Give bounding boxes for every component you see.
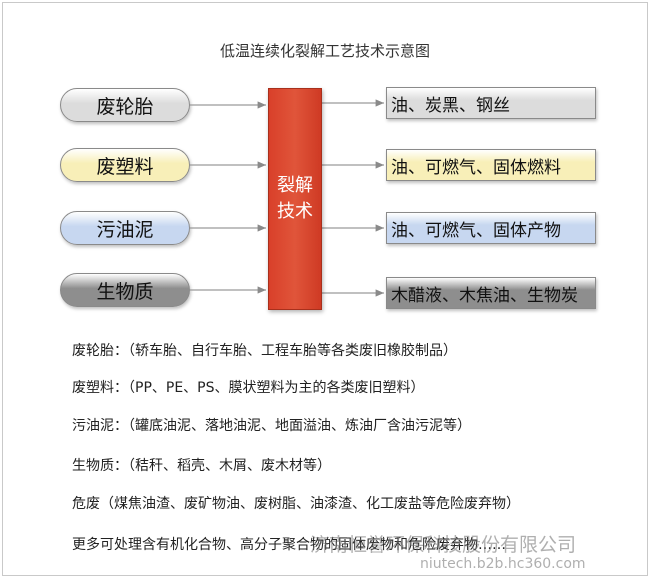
output-tire-products: 油、炭黑、钢丝 bbox=[386, 87, 596, 119]
diagram-title: 低温连续化裂解工艺技术示意图 bbox=[219, 42, 430, 60]
description-biomass: 生物质：（秸秆、稻壳、木屑、废木材等） bbox=[72, 458, 331, 474]
input-biomass: 生物质 bbox=[60, 273, 190, 307]
cracking-technology-box: 裂解 技术 bbox=[268, 88, 322, 310]
input-waste-plastic: 废塑料 bbox=[60, 148, 190, 182]
description-waste-tire: 废轮胎：（轿车胎、自行车胎、工程车胎等各类废旧橡胶制品） bbox=[72, 343, 457, 359]
output-plastic-products: 油、可燃气、固体燃料 bbox=[386, 149, 596, 181]
description-more: 更多可处理含有机化合物、高分子聚合物的固体废物和危险废弃物…… bbox=[72, 537, 506, 553]
input-oil-sludge: 污油泥 bbox=[60, 211, 190, 245]
description-oil-sludge: 污油泥：（罐底油泥、落地油泥、地面溢油、炼油厂含油污泥等） bbox=[72, 418, 471, 434]
output-sludge-products: 油、可燃气、固体产物 bbox=[386, 212, 596, 244]
watermark-company: 济南恒誉环保科技股份有限公司 bbox=[310, 534, 577, 556]
output-biomass-products: 木醋液、木焦油、生物炭 bbox=[386, 277, 596, 309]
watermark-url: niutech.b2b.hc360.com bbox=[420, 556, 586, 572]
center-label-line1: 裂解 bbox=[277, 175, 313, 196]
center-label-line2: 技术 bbox=[277, 201, 313, 222]
description-waste-plastic: 废塑料：（PP、PE、PS、膜状塑料为主的各类废旧塑料） bbox=[72, 380, 425, 396]
description-hazardous-waste: 危废（煤焦油渣、废矿物油、废树脂、油漆渣、化工废盐等危险废弃物） bbox=[72, 496, 520, 512]
input-waste-tire: 废轮胎 bbox=[60, 88, 190, 122]
